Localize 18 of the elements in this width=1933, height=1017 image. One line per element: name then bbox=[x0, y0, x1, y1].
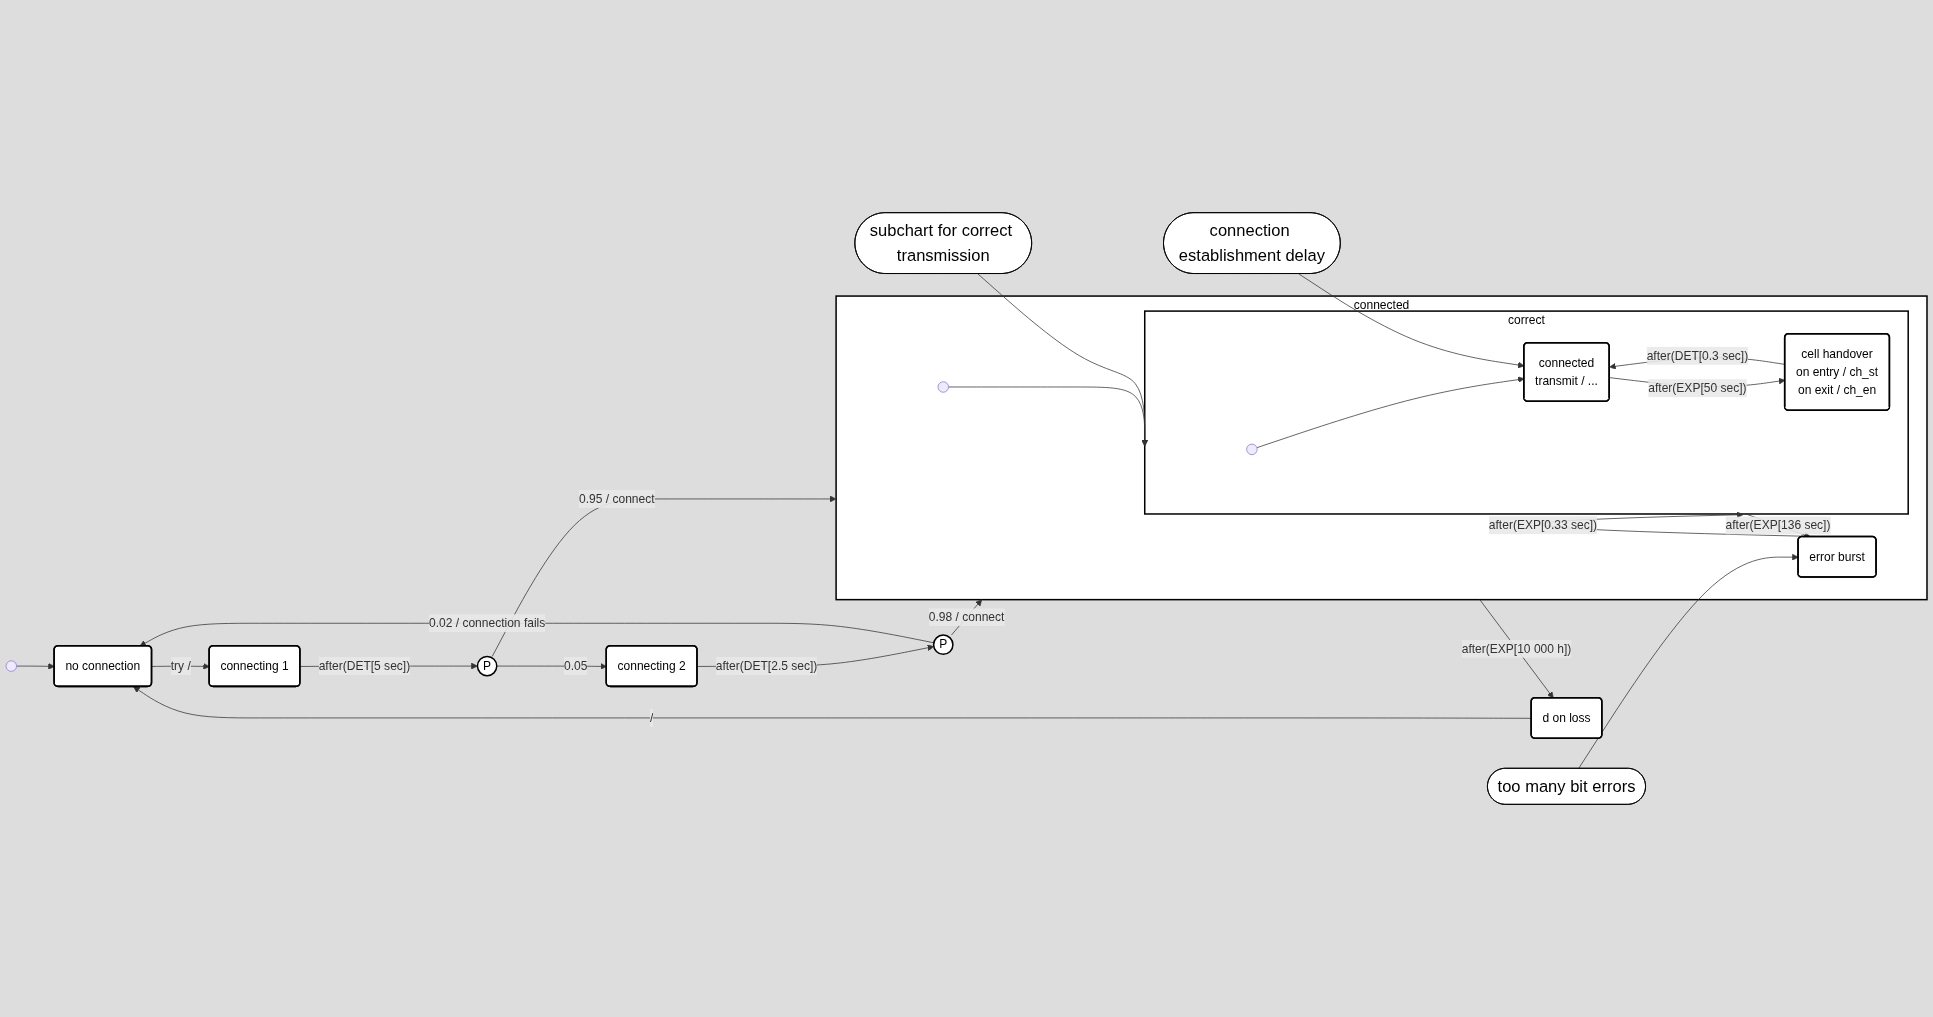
edge-label: after(DET[2.5 sec]) bbox=[715, 659, 818, 673]
edge-label: try / bbox=[170, 659, 191, 673]
edge-label: after(DET[5 sec]) bbox=[318, 659, 411, 673]
edge-label: after(EXP[136 sec]) bbox=[1725, 518, 1831, 532]
edge-label: after(DET[0.3 sec]) bbox=[1646, 349, 1749, 362]
edge-label: after(EXP[50 sec]) bbox=[1648, 381, 1747, 395]
edge-label: 0.02 / connection fails bbox=[428, 616, 546, 630]
node-circle bbox=[937, 381, 949, 393]
node-circle bbox=[5, 660, 17, 672]
node-circle: P bbox=[476, 655, 498, 677]
edge-label: after(EXP[10 000 h]) bbox=[1461, 642, 1572, 655]
node-circle bbox=[1246, 443, 1258, 455]
edge-label: / bbox=[649, 711, 654, 724]
edge-label: 0.05 bbox=[564, 659, 588, 673]
edge-label: after(EXP[0.33 sec]) bbox=[1488, 518, 1598, 532]
node-circle: P bbox=[932, 634, 954, 656]
edge-label: 0.95 / connect bbox=[579, 492, 655, 505]
edge-label: 0.98 / connect bbox=[928, 610, 1005, 624]
